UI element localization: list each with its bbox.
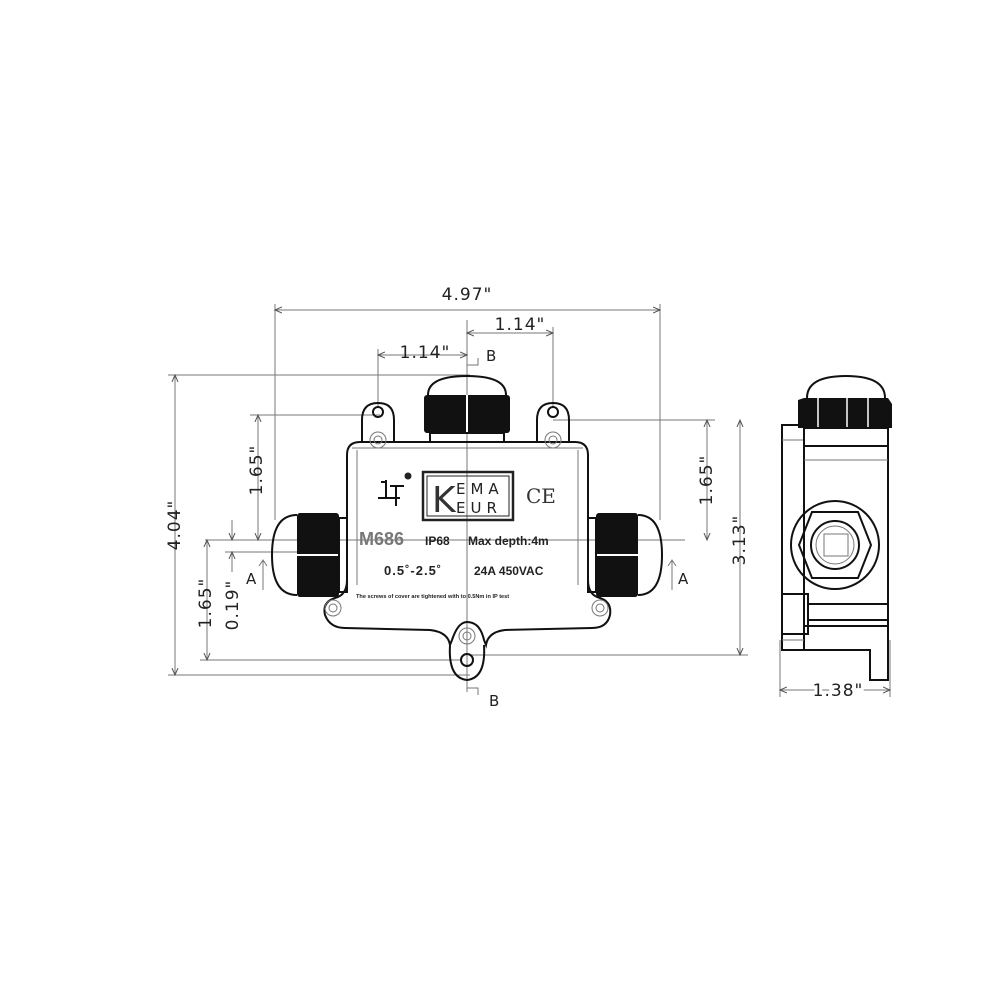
dimension-lines	[175, 310, 890, 690]
side-view	[781, 374, 892, 681]
electrical-rating: 24A 450VAC	[474, 564, 544, 578]
ip-rating: IP68	[425, 534, 450, 548]
brand-logo	[378, 472, 412, 506]
section-a-left: A	[246, 570, 257, 588]
depth-rating: Max depth:4m	[468, 534, 549, 548]
cert-line1: EMA	[456, 480, 504, 498]
certification-logo: K EMA EUR	[421, 470, 515, 522]
dim-upper-left: 1.65"	[247, 445, 267, 496]
cable-range: 0.5˚-2.5˚	[384, 563, 442, 578]
dim-upper-right: 1.65"	[697, 455, 717, 506]
dim-offset-right: 1.14"	[495, 315, 546, 335]
dim-depth: 1.38"	[813, 681, 864, 701]
section-b-bottom: B	[489, 692, 499, 710]
ce-mark: CE	[526, 484, 556, 508]
cert-line2: EUR	[456, 499, 502, 517]
section-b-top: B	[486, 347, 496, 365]
dim-small-offset: 0.19"	[223, 580, 243, 631]
section-markers: B B A A	[246, 347, 689, 710]
section-a-right: A	[678, 570, 689, 588]
dim-overall-height: 4.04"	[165, 500, 185, 551]
dim-overall-width: 4.97"	[442, 285, 493, 305]
dim-body-height: 3.13"	[730, 515, 750, 566]
model-number: M686	[359, 529, 404, 549]
front-view: K EMA EUR CE M686 IP68 Max depth:4m 0.5˚…	[270, 374, 664, 682]
torque-note: The screws of cover are tightened with t…	[356, 594, 509, 600]
dim-offset-left: 1.14"	[400, 343, 451, 363]
dim-lower-left: 1.65"	[196, 578, 216, 629]
cert-letter: K	[432, 480, 457, 521]
